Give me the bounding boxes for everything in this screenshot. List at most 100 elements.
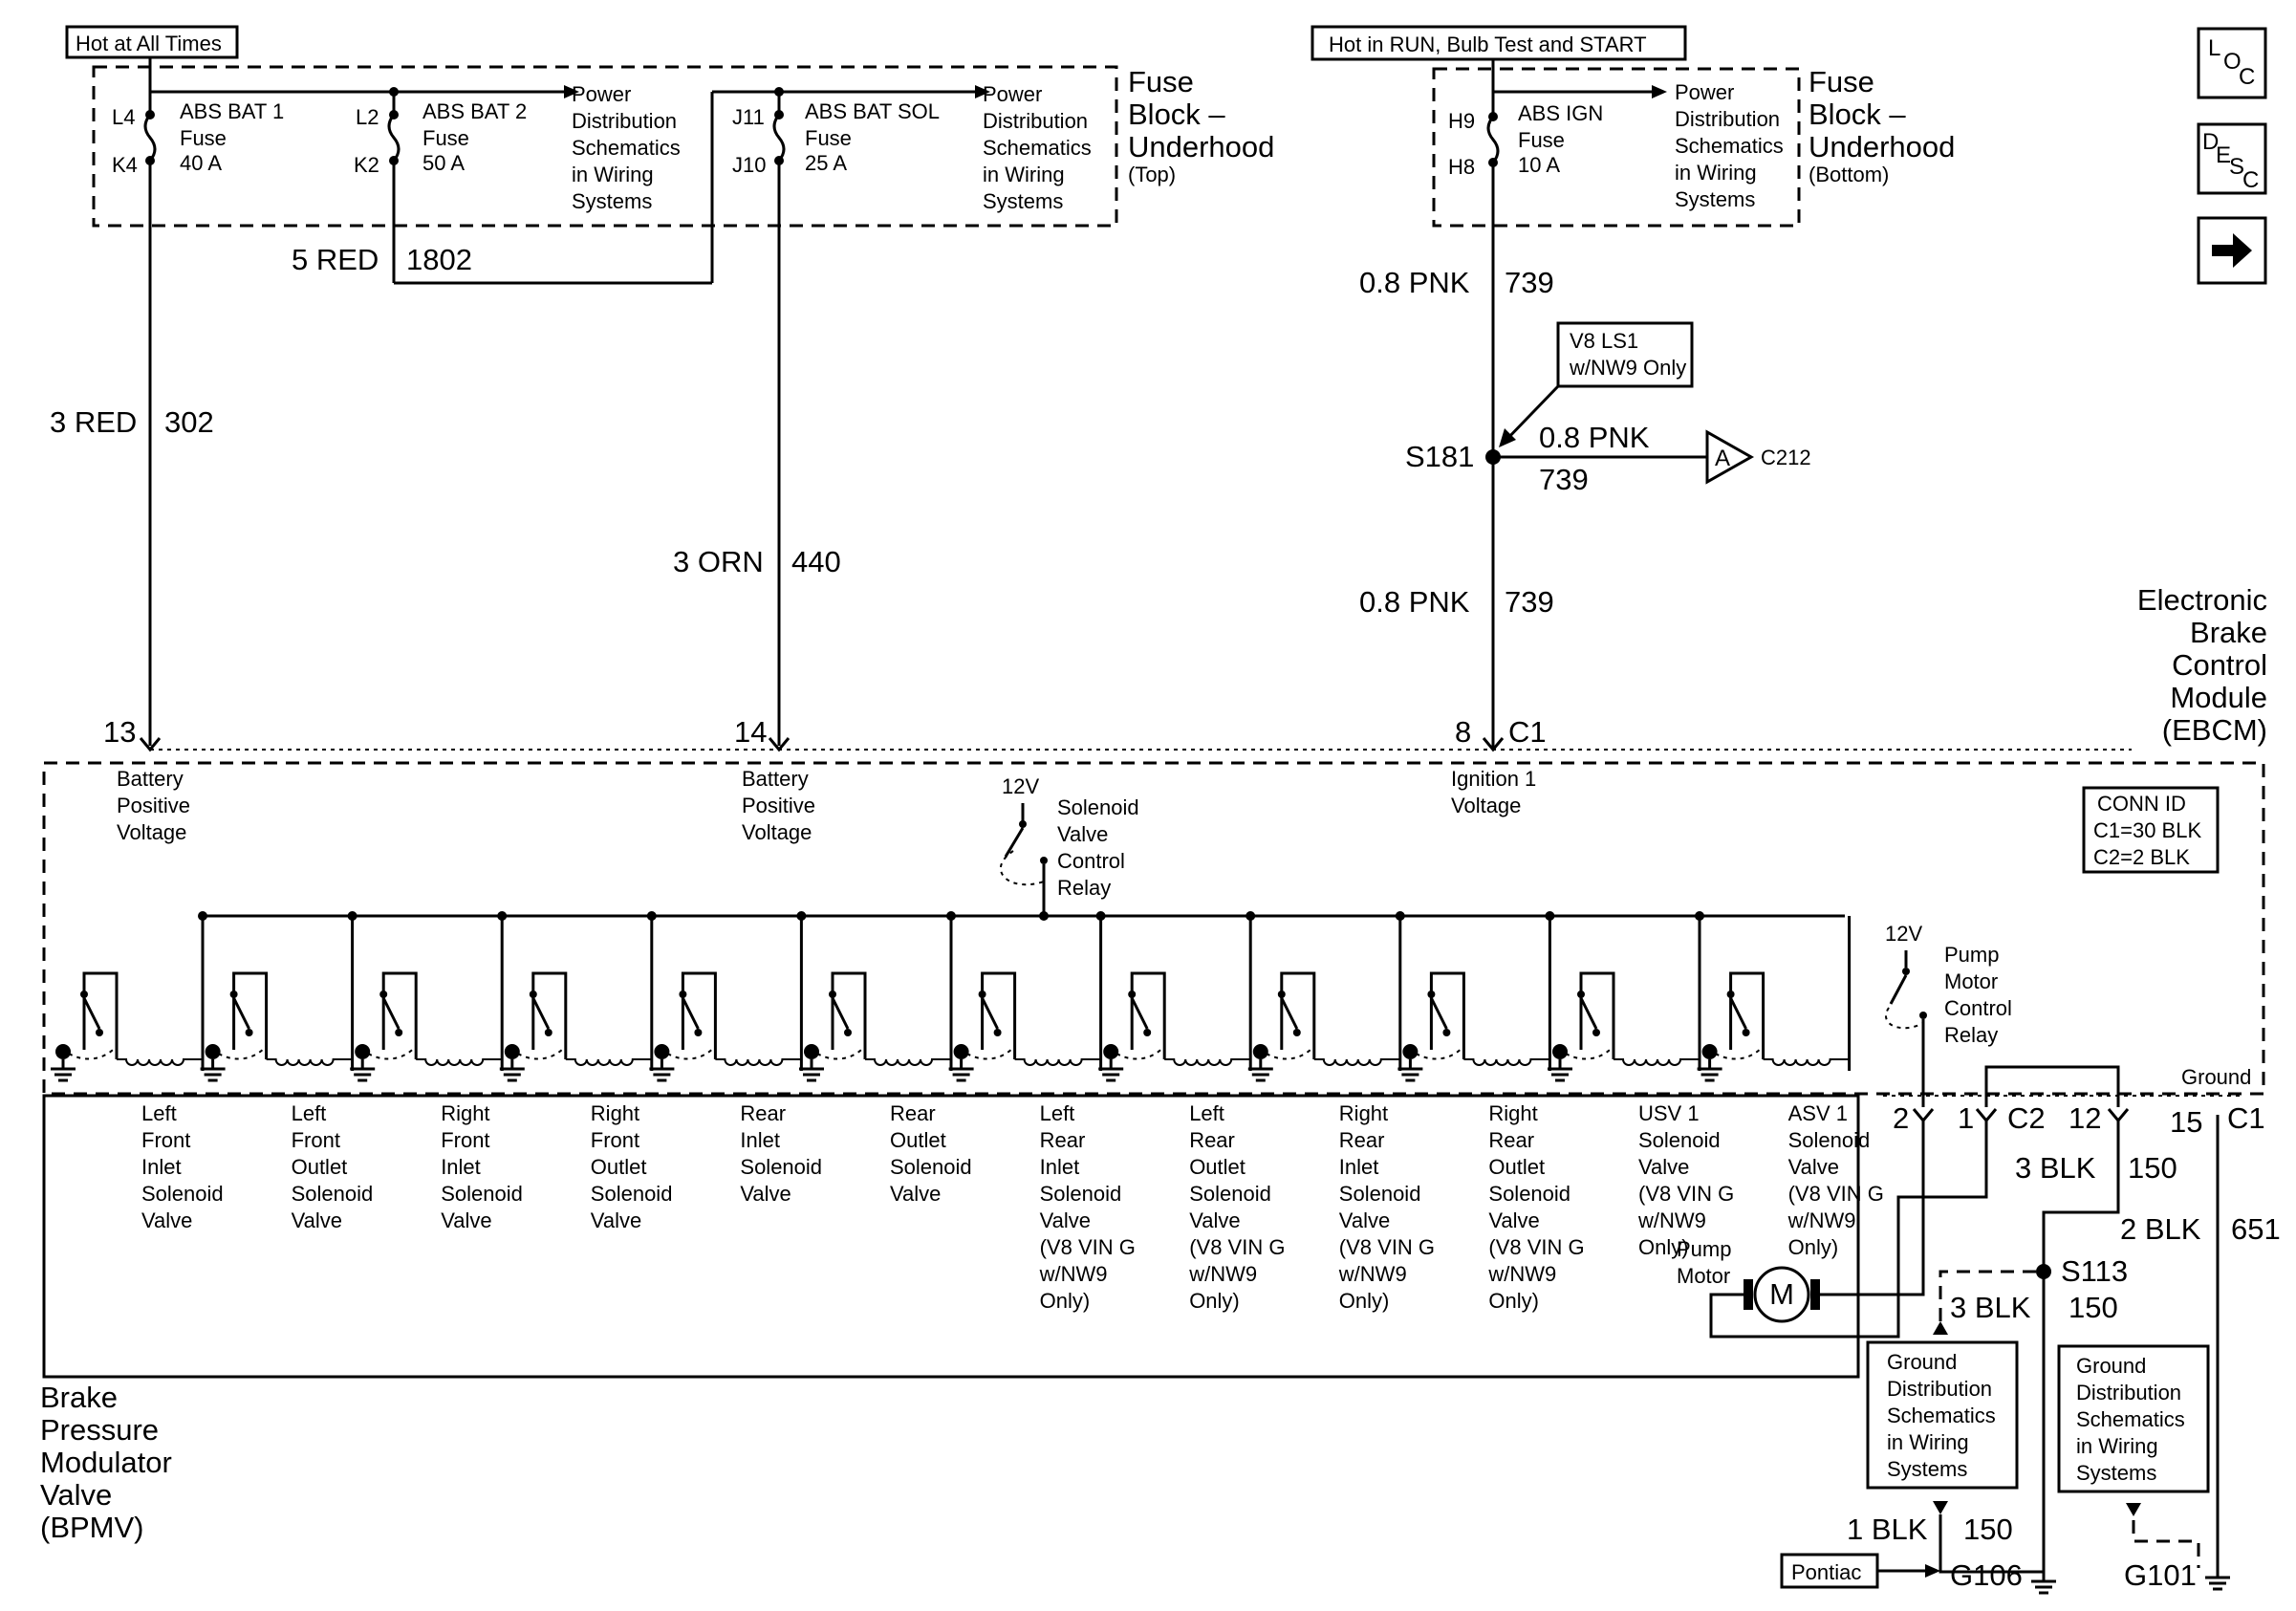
valve-4-label-line: Solenoid (591, 1182, 673, 1206)
svg-text:Motor: Motor (1677, 1264, 1730, 1288)
fuse-abs-bat1-name: ABS BAT 1 (180, 99, 284, 123)
svg-text:E: E (2216, 142, 2231, 168)
fuse-block-top: Hot at All Times L4 K4 ABS BAT 1 Fuse 40… (65, 25, 1274, 746)
connector-c1-bottom: C1 (2227, 1101, 2265, 1135)
desc-button[interactable]: D E S C (2197, 122, 2267, 195)
pin-8: 8 (1455, 715, 1471, 749)
valve-6-label-line: Rear (890, 1101, 936, 1125)
valve-5-label-line: Inlet (740, 1128, 780, 1152)
valve-1-label-line: Left (141, 1101, 177, 1125)
fuse-abs-ign-rating: 10 A (1518, 153, 1560, 177)
splice-s181-label: S181 (1405, 440, 1474, 473)
next-page-button[interactable] (2197, 216, 2267, 285)
svg-text:Block –: Block – (1128, 98, 1225, 131)
valve-7-label-line: Only) (1040, 1289, 1091, 1313)
solenoid-driver-10 (1395, 911, 1551, 1082)
valve-6-label-line: Solenoid (890, 1155, 972, 1179)
valve-3-label-line: Front (441, 1128, 489, 1152)
fuse-abs-bat-sol-name: ABS BAT SOL (805, 99, 940, 123)
wire-150-b-gauge: 3 BLK (1950, 1291, 2031, 1324)
valve-11-label-line: w/NW9 (1637, 1208, 1706, 1232)
svg-text:Ground: Ground (1887, 1350, 1957, 1374)
wire-302-gauge: 3 RED (50, 405, 137, 439)
hot-at-all-times-label: Hot at All Times (76, 32, 222, 55)
svg-text:C: C (2239, 64, 2255, 90)
svg-text:Control: Control (1057, 849, 1125, 873)
svg-text:S: S (2229, 154, 2244, 180)
fuse-block-bottom-outline (1432, 67, 1801, 228)
valve-7-label-line: Solenoid (1040, 1182, 1122, 1206)
valve-7-label-line: Rear (1040, 1128, 1086, 1152)
solenoid-driver-2 (198, 911, 355, 1082)
fuse-abs-bat2-name: ABS BAT 2 (422, 99, 527, 123)
valve-9-label-line: Solenoid (1339, 1182, 1421, 1206)
pontiac-box (1780, 1553, 1879, 1589)
svg-text:(Bottom): (Bottom) (1809, 163, 1889, 186)
valve-8-label-line: Outlet (1189, 1155, 1245, 1179)
valve-labels: LeftFrontInletSolenoidValveLeftFrontOutl… (141, 1101, 1884, 1313)
v8-note-line2: w/NW9 Only (1569, 356, 1686, 380)
svg-text:(BPMV): (BPMV) (40, 1511, 144, 1544)
hot-at-all-times-box (65, 25, 239, 59)
svg-text:Fuse: Fuse (1809, 65, 1874, 98)
bpmv-pin-1: 1 (1958, 1101, 1974, 1135)
valve-7-label-line: Valve (1040, 1208, 1091, 1232)
valve-3-label-line: Valve (441, 1208, 491, 1232)
svg-text:12V: 12V (1002, 774, 1039, 798)
connector-c212-name: C212 (1761, 446, 1811, 469)
svg-text:Power: Power (572, 82, 631, 106)
valve-1-label-line: Inlet (141, 1155, 182, 1179)
valve-12-label-line: Valve (1788, 1155, 1839, 1179)
svg-text:Module: Module (2170, 681, 2267, 714)
solenoid-driver-7 (946, 911, 1103, 1082)
valve-12-label-line: Only) (1788, 1235, 1839, 1259)
svg-text:12V: 12V (1885, 922, 1922, 946)
valve-8-label-line: Solenoid (1189, 1182, 1271, 1206)
valve-11-label-line: (V8 VIN G (1638, 1182, 1734, 1206)
fuse-k4-pin: K4 (112, 153, 138, 177)
valve-2-label-line: Valve (292, 1208, 342, 1232)
splice-s113 (2036, 1264, 2051, 1279)
valve-4-label-line: Front (591, 1128, 639, 1152)
svg-text:Pump: Pump (1677, 1237, 1731, 1261)
svg-text:Battery: Battery (117, 767, 184, 791)
svg-text:O: O (2223, 49, 2242, 75)
svg-text:Modulator: Modulator (40, 1446, 172, 1479)
wire-150-c-gauge: 1 BLK (1847, 1513, 1928, 1546)
ground-g106-label: G106 (1950, 1558, 2023, 1592)
valve-9-label-line: Rear (1339, 1128, 1385, 1152)
power-dist-ref-2: Power Distribution Schematics in Wiring … (983, 82, 1092, 213)
solenoid-driver-11 (1545, 911, 1701, 1082)
valve-10-label-line: Right (1488, 1101, 1537, 1125)
pin-13: 13 (103, 715, 136, 749)
loc-button[interactable]: L O C (2197, 27, 2267, 99)
valve-1-label-line: Front (141, 1128, 190, 1152)
valve-8-label-line: Valve (1189, 1208, 1240, 1232)
solenoid-driver-6 (796, 911, 953, 1082)
svg-text:Ignition 1: Ignition 1 (1451, 767, 1536, 791)
fuse-block-top-outline (92, 65, 1118, 228)
v8-ls1-note-box (1556, 321, 1694, 388)
wire-440-gauge: 3 ORN (673, 545, 764, 578)
ebcm-outline (42, 761, 2265, 1096)
connector-c2: C2 (2007, 1101, 2046, 1135)
svg-text:Power: Power (1675, 80, 1734, 104)
wire-440-circuit: 440 (791, 545, 841, 578)
svg-text:Systems: Systems (2076, 1461, 2156, 1485)
fuse-l2-pin: L2 (356, 105, 379, 129)
connector-c1-top: C1 (1508, 715, 1547, 749)
valve-2-label-line: Front (292, 1128, 340, 1152)
valve-5-label-line: Rear (740, 1101, 786, 1125)
solenoid-driver-1 (49, 916, 205, 1082)
valve-4-label-line: Outlet (591, 1155, 647, 1179)
valve-10-label-line: Outlet (1488, 1155, 1545, 1179)
wire-739-branch-circuit: 739 (1539, 463, 1589, 496)
fuse-j11-pin: J11 (732, 105, 765, 129)
valve-7-label-line: w/NW9 (1039, 1262, 1108, 1286)
svg-text:in Wiring: in Wiring (983, 163, 1065, 186)
valve-2-label-line: Solenoid (292, 1182, 374, 1206)
svg-text:Motor: Motor (1944, 969, 1998, 993)
svg-text:Electronic: Electronic (2137, 583, 2267, 617)
solenoid-driver-4 (497, 911, 654, 1082)
